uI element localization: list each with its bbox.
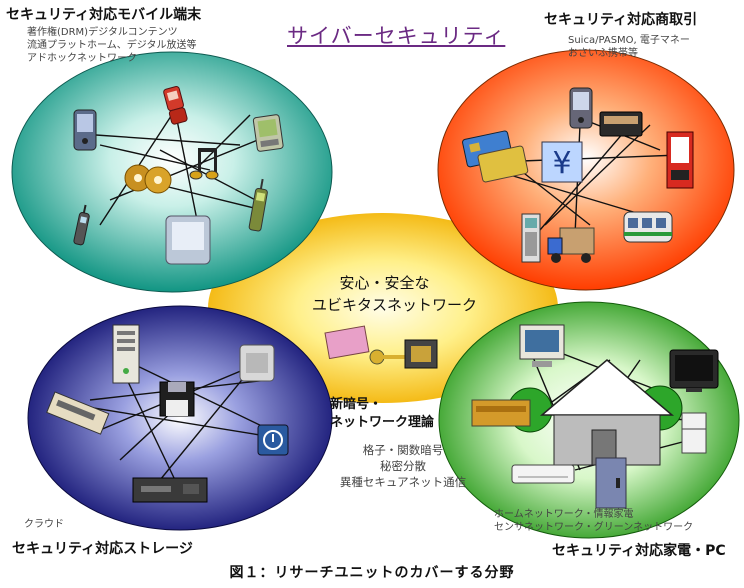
walkie-phone-icon <box>73 204 90 246</box>
theory-heading-line: ネットワーク理論 <box>330 415 435 430</box>
theory-item: 秘密分散 <box>380 459 426 473</box>
commerce-note: おさいふ携帯等 <box>568 48 638 59</box>
commerce-notes: Suica/PASMO, 電子マネー おさいふ携帯等 <box>568 34 690 60</box>
pda-icon <box>73 109 97 151</box>
music-note-icon <box>189 148 219 180</box>
appliance-notes: ホームネットワーク・情報家電 センサネットワーク・グリーンネットワーク <box>494 508 693 534</box>
mobile-note: 流通プラットホーム、デジタル放送等 <box>27 40 197 51</box>
figure-caption: 図１：リサーチユニットのカバーする分野 <box>229 565 515 581</box>
center-label-line: 安心・安全な <box>339 274 430 292</box>
train-icon <box>623 211 673 243</box>
keys-icon <box>324 325 409 365</box>
chip-icon <box>404 339 438 369</box>
cell-phone-icon <box>248 178 268 232</box>
router-icon <box>471 399 531 427</box>
diagram-title: サイバーセキュリティ <box>287 24 506 48</box>
house-icon <box>539 359 675 466</box>
appliance-heading: セキュリティ対応家電・PC <box>552 543 726 559</box>
appliance-note: センサネットワーク・グリーンネットワーク <box>494 522 694 533</box>
mobile-heading: セキュリティ対応モバイル端末 <box>6 7 202 23</box>
mobile-note: 著作権(DRM)デジタルコンテンツ <box>27 27 178 38</box>
svg-text:¥: ¥ <box>552 146 571 181</box>
center-label: 安心・安全な ユビキタスネットワーク <box>312 272 478 316</box>
storage-note: クラウド <box>24 519 64 530</box>
commerce-heading: セキュリティ対応商取引 <box>544 12 698 28</box>
cd-discs-icon <box>124 164 172 194</box>
appliance-note: ホームネットワーク・情報家電 <box>494 509 634 520</box>
wallet-icon <box>599 111 643 137</box>
tablet-icon <box>165 215 211 265</box>
handheld-computer-icon <box>252 114 284 152</box>
vcr-icon <box>132 477 208 503</box>
floppy-disk-icon <box>159 381 195 417</box>
theory-heading: 新暗号・ ネットワーク理論 <box>330 396 434 432</box>
theory-items: 格子・関数暗号 秘密分散 異種セキュアネット通信 <box>338 442 468 490</box>
mobile-notes: 著作権(DRM)デジタルコンテンツ 流通プラットホーム、デジタル放送等 アドホッ… <box>27 26 197 65</box>
storage-heading: セキュリティ対応ストレージ <box>12 541 193 557</box>
pda-icon <box>569 87 593 129</box>
center-label-line: ユビキタスネットワーク <box>312 296 478 314</box>
air-conditioner-icon <box>511 464 575 484</box>
vending-machine-icon <box>666 131 694 189</box>
lock-disk-icon <box>257 424 289 456</box>
desktop-pc-icon <box>519 324 565 367</box>
mobile-network-lines <box>95 109 271 236</box>
mobile-note: アドホックネットワーク <box>27 53 137 64</box>
server-tower-icon <box>112 324 140 384</box>
television-icon <box>669 349 719 392</box>
yen-sign-icon: ¥ <box>541 141 583 183</box>
refrigerator-icon <box>681 412 707 454</box>
theory-item: 格子・関数暗号 <box>362 443 444 457</box>
storage-network-lines <box>74 359 271 481</box>
disk-drive-icon <box>46 391 110 435</box>
ic-card-icon <box>462 130 529 183</box>
door-lock-icon <box>595 457 627 509</box>
flip-phone-icon <box>163 86 188 125</box>
theory-item: 異種セキュアネット通信 <box>339 475 467 489</box>
commerce-note: Suica/PASMO, 電子マネー <box>568 35 690 46</box>
hard-disk-icon <box>239 344 275 382</box>
theory-heading-line: 新暗号・ <box>330 397 383 412</box>
delivery-truck-icon <box>547 227 595 263</box>
card-terminal-icon <box>521 213 541 263</box>
